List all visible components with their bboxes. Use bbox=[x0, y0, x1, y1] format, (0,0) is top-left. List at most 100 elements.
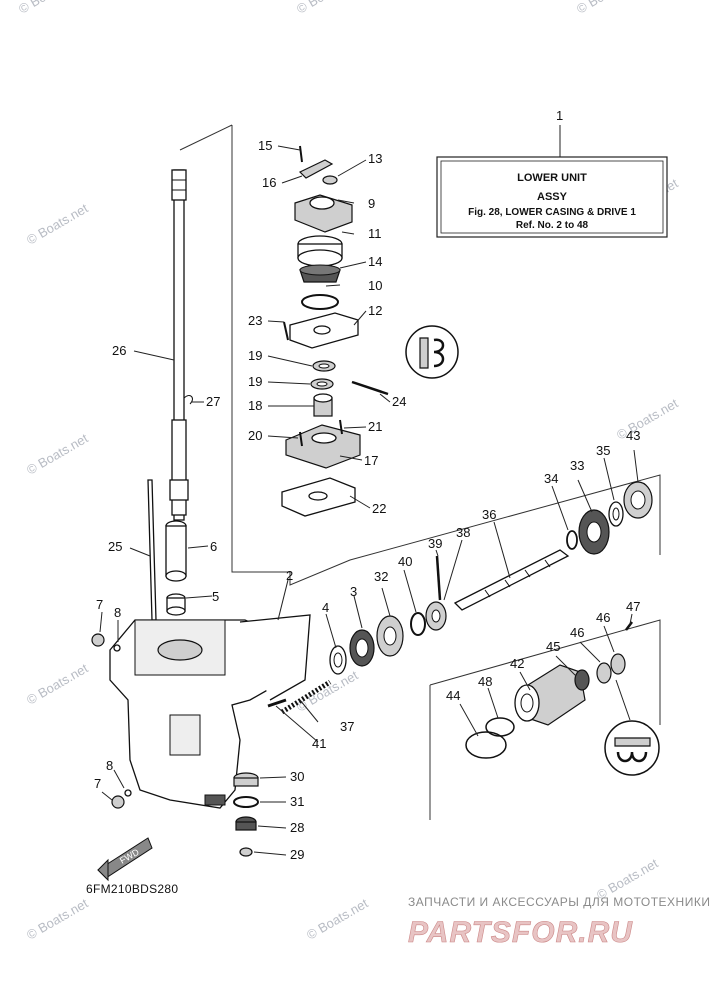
spring-37 bbox=[280, 679, 332, 715]
fwd-arrow: FWD bbox=[97, 837, 153, 882]
info-box-ref: 1 bbox=[556, 108, 563, 123]
oring-44 bbox=[465, 731, 507, 759]
callout-30: 30 bbox=[290, 769, 304, 784]
watermark: © Boats.net bbox=[304, 895, 371, 942]
callout-10: 10 bbox=[368, 278, 382, 293]
callout-7b: 7 bbox=[94, 776, 101, 791]
callout-38: 38 bbox=[456, 525, 470, 540]
gasket-22 bbox=[281, 477, 356, 517]
footer-logo: PARTSFOR.RU bbox=[408, 916, 633, 949]
assembly-frames bbox=[179, 124, 661, 820]
callout-16: 16 bbox=[262, 175, 276, 190]
inset-lower bbox=[604, 720, 660, 776]
inset-upper bbox=[405, 325, 459, 379]
shift-rod bbox=[147, 479, 157, 621]
callout-47: 47 bbox=[626, 599, 640, 614]
callout-2: 2 bbox=[286, 568, 293, 583]
watermark: © Boats.net bbox=[24, 660, 91, 707]
callout-5: 5 bbox=[212, 589, 219, 604]
propeller-shaft bbox=[453, 549, 570, 611]
shift-plunger-41 bbox=[267, 698, 287, 708]
oring-48 bbox=[485, 717, 515, 737]
callout-13: 13 bbox=[368, 151, 382, 166]
forward-gear-32 bbox=[376, 615, 404, 657]
pump-case-17 bbox=[285, 424, 361, 469]
pump-bolt-15 bbox=[299, 145, 303, 163]
footer-branding: ЗАПЧАСТИ И АКСЕССУАРЫ ДЛЯ МОТОТЕХНИКИ PA… bbox=[408, 895, 710, 949]
shim-35 bbox=[608, 501, 624, 527]
callout-41: 41 bbox=[312, 736, 326, 751]
pin-27 bbox=[183, 395, 193, 405]
bearing-3 bbox=[349, 629, 375, 667]
callout-12: 12 bbox=[368, 303, 382, 318]
callout-28: 28 bbox=[290, 820, 304, 835]
dowel-21 bbox=[339, 419, 343, 435]
callout-27: 27 bbox=[206, 394, 220, 409]
callout-31: 31 bbox=[290, 794, 304, 809]
callout-23: 23 bbox=[248, 313, 262, 328]
callout-14: 14 bbox=[368, 254, 382, 269]
pinion-28 bbox=[235, 816, 257, 831]
info-box: 1 LOWER UNIT ASSY Fig. 28, LOWER CASING … bbox=[436, 108, 668, 238]
watermark: © Boats.net bbox=[614, 395, 681, 442]
callout-43: 43 bbox=[626, 428, 640, 443]
bracket-24 bbox=[351, 380, 389, 396]
outer-plate-12 bbox=[289, 312, 359, 349]
callout-34: 34 bbox=[544, 471, 558, 486]
ring-40 bbox=[410, 612, 426, 636]
bolt-lower bbox=[111, 789, 132, 809]
oil-seal-46a bbox=[596, 662, 612, 684]
bolt-23 bbox=[283, 321, 289, 341]
callout-11: 11 bbox=[368, 226, 382, 241]
footer-tagline: ЗАПЧАСТИ И АКСЕССУАРЫ ДЛЯ МОТОТЕХНИКИ bbox=[408, 895, 710, 909]
bearing-30 bbox=[233, 772, 259, 787]
callout-8b: 8 bbox=[106, 758, 113, 773]
callout-42: 42 bbox=[510, 656, 524, 671]
callout-9: 9 bbox=[368, 196, 375, 211]
callout-labels: 2 3 4 5 6 7 8 7 8 9 10 11 12 13 14 15 16… bbox=[94, 138, 640, 862]
shim-31 bbox=[233, 796, 259, 808]
watermark: © Boats.net bbox=[16, 0, 83, 17]
pump-plate-16 bbox=[298, 159, 334, 179]
callout-46b: 46 bbox=[596, 610, 610, 625]
impeller-14 bbox=[299, 264, 341, 283]
callout-46a: 46 bbox=[570, 625, 584, 640]
watermark: © Boats.net bbox=[294, 0, 361, 17]
nut-29 bbox=[239, 847, 253, 857]
callout-45: 45 bbox=[546, 639, 560, 654]
callout-37: 37 bbox=[340, 719, 354, 734]
callout-4: 4 bbox=[322, 600, 329, 615]
oil-seal-46b bbox=[610, 653, 626, 675]
info-box-line4: Ref. No. 2 to 48 bbox=[516, 220, 589, 231]
shim-4 bbox=[329, 645, 347, 675]
callout-20: 20 bbox=[248, 428, 262, 443]
callout-33: 33 bbox=[570, 458, 584, 473]
drive-shaft-sleeve bbox=[165, 520, 187, 582]
bush bbox=[166, 593, 186, 616]
pin-39 bbox=[435, 555, 442, 601]
callout-40: 40 bbox=[398, 554, 412, 569]
oring-10 bbox=[301, 294, 339, 310]
dog-clutch-38 bbox=[425, 601, 447, 631]
bearing-43 bbox=[623, 481, 653, 519]
callout-48: 48 bbox=[478, 674, 492, 689]
callout-7a: 7 bbox=[96, 597, 103, 612]
callout-39: 39 bbox=[428, 536, 442, 551]
info-box-line2: ASSY bbox=[537, 191, 568, 203]
callout-35: 35 bbox=[596, 443, 610, 458]
reverse-gear-33 bbox=[578, 509, 610, 555]
drive-shaft bbox=[169, 169, 189, 521]
watermark: © Boats.net bbox=[24, 430, 91, 477]
callout-24: 24 bbox=[392, 394, 406, 409]
callout-17: 17 bbox=[364, 453, 378, 468]
collar-18 bbox=[313, 393, 333, 417]
insert-cartridge-11 bbox=[297, 235, 343, 267]
bolt-47 bbox=[625, 621, 633, 631]
callout-36: 36 bbox=[482, 507, 496, 522]
callout-32: 32 bbox=[374, 569, 388, 584]
oil-seal-19a bbox=[312, 360, 336, 372]
callout-29: 29 bbox=[290, 847, 304, 862]
callout-44: 44 bbox=[446, 688, 460, 703]
clip-34 bbox=[566, 530, 578, 550]
